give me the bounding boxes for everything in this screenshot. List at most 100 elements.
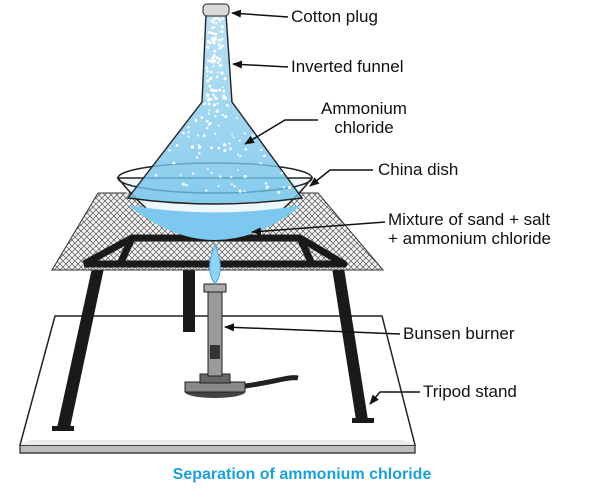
sublimate-dot: [212, 21, 215, 24]
label-ammonium-line1: Ammonium: [321, 99, 407, 118]
sublimate-dot: [236, 169, 239, 171]
sublimate-dot: [213, 49, 217, 53]
sublimate-dot: [131, 183, 135, 186]
cotton-plug: [202, 3, 230, 17]
sublimate-dot: [280, 171, 284, 175]
sublimate-dot: [214, 96, 218, 101]
sublimate-dot: [277, 190, 281, 194]
sublimate-dot: [223, 96, 228, 100]
sublimate-dot: [221, 30, 224, 33]
sublimate-dot: [217, 184, 220, 187]
sublimate-dot: [217, 71, 220, 74]
sublimate-dot: [223, 149, 227, 153]
sublimate-dot: [215, 21, 218, 25]
sublimate-dot: [215, 56, 219, 60]
sublimate-dot: [222, 143, 227, 147]
sublimate-dot: [206, 45, 210, 49]
sublimate-dot: [218, 19, 222, 23]
sublimate-dot: [214, 115, 217, 118]
bunsen-burner: [184, 242, 299, 398]
sublimate-dot: [221, 44, 225, 48]
sublimate-dot: [205, 119, 209, 123]
sublimate-dot: [204, 102, 207, 105]
sublimate-dot: [243, 190, 246, 193]
sublimate-dot: [209, 76, 213, 80]
sublimate-dot: [230, 183, 233, 186]
sublimate-dot: [221, 86, 224, 89]
sublimate-dot: [205, 189, 208, 192]
sublimate-dot: [206, 79, 210, 83]
sublimate-dot: [197, 145, 202, 149]
label-ammonium-chloride: Ammonium chloride: [321, 99, 407, 137]
sublimate-dot: [185, 183, 188, 187]
sublimate-dot: [197, 134, 200, 137]
sublimate-dot: [207, 102, 211, 106]
sublimate-dot: [126, 191, 129, 194]
sublimate-dot: [168, 149, 171, 152]
sublimate-dot: [222, 89, 226, 93]
sublimate-dot: [217, 47, 221, 50]
sublimate-dot: [208, 84, 212, 88]
sublimate-dot: [220, 71, 224, 75]
sublimate-dot: [211, 39, 215, 42]
sublimate-dot: [225, 103, 229, 107]
sublimate-dot: [197, 143, 200, 146]
label-mixture-line1: Mixture of sand + salt: [388, 210, 551, 229]
sublimate-dot: [243, 132, 246, 135]
inverted-funnel: [126, 3, 304, 205]
sublimate-dot: [214, 35, 217, 39]
sublimate-dot: [173, 162, 176, 165]
sublimate-dot: [206, 74, 209, 77]
label-mixture-line2: + ammonium chloride: [388, 229, 551, 248]
sublimate-dot: [221, 17, 225, 21]
sublimate-dot: [190, 145, 195, 149]
sublimate-dot: [210, 37, 214, 41]
sublimate-dot: [222, 94, 226, 98]
sublimate-dot: [179, 173, 182, 176]
sublimate-dot: [259, 148, 263, 152]
sublimate-dot: [218, 88, 222, 92]
sublimate-dot: [212, 65, 215, 68]
sublimate-dot: [235, 116, 238, 119]
sublimate-dot: [212, 93, 215, 97]
sublimate-dot: [218, 58, 222, 62]
sublimate-dot: [288, 185, 292, 190]
leader-lines: [224, 9, 420, 405]
sublimate-dot: [207, 112, 210, 115]
sublimate-dot: [175, 144, 179, 147]
sublimate-dot: [212, 88, 216, 93]
sublimate-dot: [210, 171, 213, 174]
sublimate-dot: [194, 118, 198, 122]
sublimate-dot: [237, 153, 240, 156]
sublimate-dot: [182, 131, 185, 135]
sublimate-dot: [215, 109, 219, 113]
sublimate-dot: [282, 186, 285, 189]
sublimate-dot: [223, 77, 227, 81]
sublimate-dot: [216, 102, 219, 105]
sublimate-dot: [209, 97, 213, 101]
sublimate-dot: [200, 116, 204, 119]
sublimate-dot: [220, 25, 225, 29]
sublimate-dot: [219, 63, 223, 67]
sublimate-dot: [219, 46, 223, 50]
label-tripod-stand: Tripod stand: [423, 382, 517, 401]
sublimate-dot: [214, 132, 217, 135]
label-mixture: Mixture of sand + salt + ammonium chlori…: [388, 210, 551, 248]
sublimate-dot: [230, 175, 233, 179]
sublimate-dot: [218, 38, 222, 42]
label-bunsen-burner: Bunsen burner: [403, 324, 515, 343]
tripod-legs: [52, 268, 374, 431]
sublimate-dot: [263, 154, 266, 158]
sublimate-dot: [232, 136, 235, 139]
sublimate-dot: [207, 123, 210, 126]
sublimate-dot: [154, 174, 158, 177]
sublimate-dot: [209, 70, 213, 74]
sublimate-dot: [217, 146, 221, 150]
sublimate-dot: [187, 135, 190, 138]
sublimate-dot: [214, 33, 217, 36]
sublimate-dot: [181, 182, 185, 186]
label-cotton-plug: Cotton plug: [291, 7, 378, 26]
sublimate-dot: [208, 109, 211, 112]
sublimate-dot: [217, 43, 221, 47]
